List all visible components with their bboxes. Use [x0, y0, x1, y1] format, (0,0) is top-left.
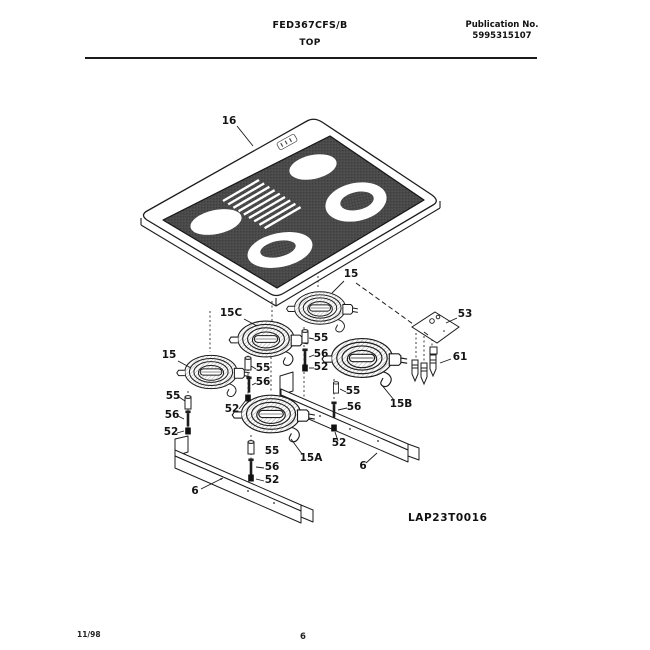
callout-6-right: 6: [359, 460, 366, 472]
burner-zones: [190, 154, 387, 268]
drawing-code: LAP23T0016: [408, 512, 488, 524]
footer-page-number: 6: [300, 632, 306, 642]
view-title: TOP: [299, 38, 321, 48]
brand-logo: [276, 134, 298, 150]
callout-55-mid: 55: [314, 332, 329, 344]
callout-56-left: 56: [165, 409, 180, 421]
callout-56-bottom: 56: [265, 461, 280, 473]
callout-56-center: 56: [256, 376, 271, 388]
element-to-terminal-dashed-line: [355, 282, 414, 325]
surface-element-15b: [321, 337, 408, 388]
callout-52-right: 52: [332, 437, 347, 449]
callout-52-left: 52: [164, 426, 179, 438]
callout-15c: 15C: [220, 307, 243, 319]
callout-61: 61: [453, 351, 468, 363]
support-rail-right: [279, 371, 420, 463]
callout-labels: 16 15 15C 15 15B 15A 53 61 6 6 55 56 52 …: [162, 115, 473, 497]
footer-date: 11/98: [77, 630, 101, 639]
model-number: FED367CFS/B: [272, 20, 348, 31]
surface-element-15-left: [176, 354, 251, 397]
callout-56-mid: 56: [314, 348, 329, 360]
vent-stripes: [222, 178, 302, 230]
callout-55-bottom: 55: [265, 445, 280, 457]
callout-52-mid: 52: [314, 361, 329, 373]
callout-15b: 15B: [390, 398, 413, 410]
surface-element-15-top: [286, 291, 359, 333]
callout-53: 53: [458, 308, 473, 320]
header-divider: [85, 57, 537, 59]
callout-55-left: 55: [166, 390, 181, 402]
surface-element-15c: [228, 320, 309, 366]
publication-number: 5995315107: [472, 31, 532, 41]
callout-leader-lines: [176, 125, 458, 490]
callout-15a: 15A: [300, 452, 324, 464]
callout-52-bottom: 52: [265, 474, 280, 486]
header-model-block: FED367CFS/B TOP: [240, 20, 380, 48]
callout-56-right: 56: [347, 401, 362, 413]
callout-55-right: 55: [346, 385, 361, 397]
glass-maintop: [140, 118, 441, 307]
publication-block: Publication No. 5995315107: [452, 20, 552, 42]
callout-16: 16: [222, 115, 237, 127]
callout-15-top: 15: [344, 268, 359, 280]
callout-55-center: 55: [256, 362, 271, 374]
callout-15-left: 15: [162, 349, 177, 361]
support-rail-left: [174, 435, 314, 524]
receptacle-leads-61: [411, 346, 438, 385]
publication-label: Publication No.: [465, 20, 539, 30]
callout-6-left: 6: [191, 485, 198, 497]
callout-52-center: 52: [225, 403, 240, 415]
terminal-block-53: [411, 311, 460, 344]
